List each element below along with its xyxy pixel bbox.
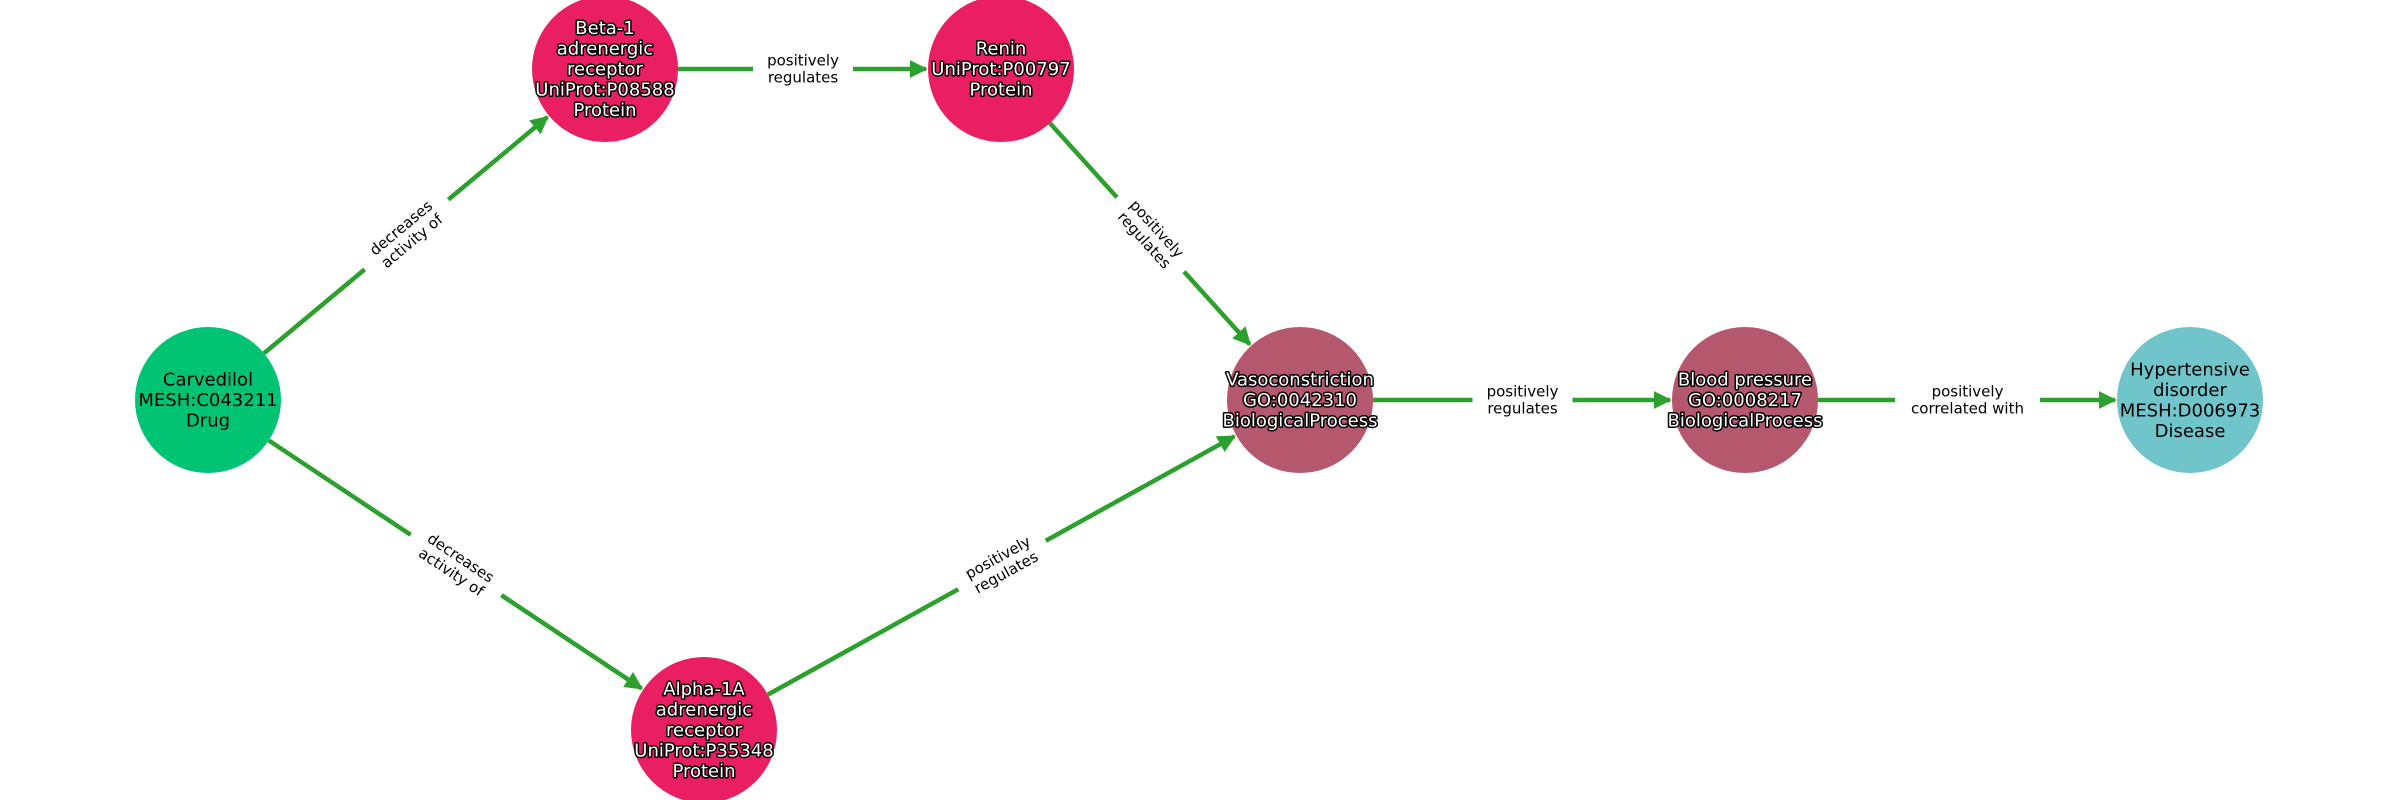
- node-label-line: adrenergic: [656, 700, 752, 721]
- node-label-line: UniProt:P08588: [535, 80, 674, 101]
- node-circle[interactable]: [532, 0, 678, 142]
- node-label-line: Blood pressure: [1678, 370, 1812, 391]
- node-label-line: MESH:C043211: [138, 390, 277, 411]
- node-label-line: Beta-1: [575, 18, 634, 39]
- edge-label-background: [948, 523, 1056, 607]
- edge-label-line: positively: [1932, 383, 2004, 401]
- node-circle[interactable]: [135, 327, 281, 473]
- edge-label-line: positively: [767, 52, 839, 70]
- edge-label-background: [1895, 380, 2040, 420]
- edge-label-line: regulates: [768, 69, 839, 87]
- node-label-line: Protein: [573, 100, 636, 121]
- edge-label-line: correlated with: [1911, 400, 2024, 418]
- node-circle[interactable]: [1672, 327, 1818, 473]
- node-vasoconstriction[interactable]: VasoconstrictionGO:0042310BiologicalProc…: [1221, 327, 1379, 473]
- node-label-line: GO:0008217: [1688, 390, 1802, 411]
- node-label-line: receptor: [666, 720, 743, 741]
- node-label-line: adrenergic: [557, 39, 653, 60]
- node-label-line: Renin: [976, 39, 1027, 60]
- node-label-line: Carvedilol: [163, 370, 253, 391]
- node-circle[interactable]: [2117, 327, 2263, 473]
- node-label-line: Vasoconstriction: [1226, 370, 1374, 391]
- node-beta1[interactable]: Beta-1adrenergicreceptorUniProt:P08588Pr…: [532, 0, 678, 142]
- nodes-layer: CarvedilolMESH:C043211DrugBeta-1adrenerg…: [135, 0, 2263, 800]
- node-label-line: Protein: [672, 761, 735, 782]
- node-label-line: BiologicalProcess: [1667, 411, 1822, 432]
- edge-label-line: regulates: [1487, 400, 1558, 418]
- node-label-line: Protein: [969, 80, 1032, 101]
- node-label-line: UniProt:P35348: [634, 741, 773, 762]
- node-label-line: GO:0042310: [1243, 390, 1357, 411]
- node-alpha1a[interactable]: Alpha-1AadrenergicreceptorUniProt:P35348…: [631, 657, 777, 800]
- edge-label-background: [753, 49, 853, 89]
- edge-label-background: [1472, 380, 1573, 420]
- node-label-line: disorder: [2153, 380, 2227, 401]
- node-label-line: Disease: [2155, 421, 2226, 442]
- node-label-line: Drug: [186, 411, 230, 432]
- node-circle[interactable]: [1227, 327, 1373, 473]
- edge-label-background: [1102, 183, 1199, 286]
- node-label-line: receptor: [567, 59, 644, 80]
- node-label-line: Alpha-1A: [663, 679, 745, 700]
- node-label-line: Hypertensive: [2130, 359, 2250, 380]
- edge-label-line: positively: [1487, 383, 1559, 401]
- edges-layer: [262, 60, 2117, 697]
- node-circle[interactable]: [631, 657, 777, 800]
- edge-label-background: [399, 518, 513, 612]
- node-label-line: UniProt:P00797: [931, 59, 1070, 80]
- node-circle[interactable]: [928, 0, 1074, 142]
- node-label-line: MESH:D006973: [2120, 400, 2261, 421]
- edge-label-background: [351, 184, 462, 285]
- node-label-line: BiologicalProcess: [1222, 411, 1377, 432]
- node-bloodpressure[interactable]: Blood pressureGO:0008217BiologicalProces…: [1666, 327, 1824, 473]
